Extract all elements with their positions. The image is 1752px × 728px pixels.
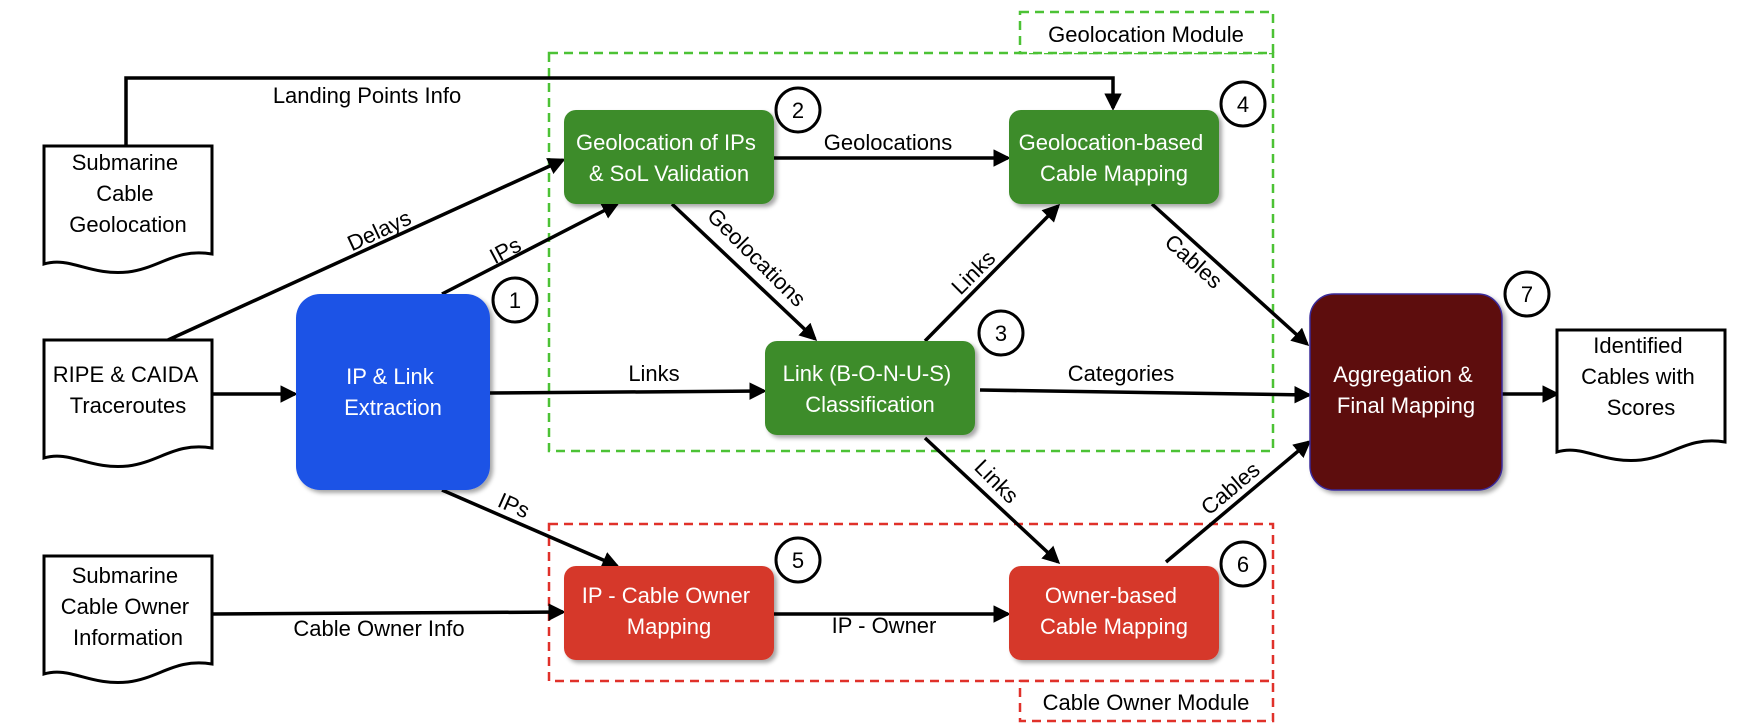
- step-badge-1: 1: [491, 276, 539, 324]
- label-links-down: Links: [970, 454, 1024, 508]
- geolocation-module-border: [547, 51, 1275, 453]
- input-owner-information: Submarine Cable Owner Information: [42, 554, 214, 685]
- doc-label: RIPE & CAIDA Traceroutes: [53, 362, 203, 418]
- cable-owner-module-border: [547, 522, 1275, 683]
- step-badge-6: 6: [1219, 540, 1267, 588]
- label-ip-owner: IP - Owner: [832, 613, 937, 638]
- step-numbers: 1 2 3 4 5 6 7: [491, 80, 1551, 588]
- node-box: [1009, 110, 1219, 204]
- step-number: 1: [509, 288, 521, 313]
- node-label: Link (B-O-N-U-S) Classification: [783, 361, 958, 417]
- geolocation-module: Geolocation Module: [547, 10, 1275, 453]
- node-label: Geolocation of IPs & SoL Validation: [576, 130, 762, 186]
- edge-cable-owner-info: [211, 603, 566, 621]
- edge-ips-up: [441, 202, 620, 296]
- output-identified-cables: Identified Cables with Scores: [1555, 328, 1727, 463]
- node-box: [1309, 293, 1503, 491]
- doc-shape: [42, 338, 214, 469]
- step-badge-7: 7: [1503, 270, 1551, 318]
- node-box: [765, 341, 975, 435]
- node-label: IP & Link Extraction: [344, 364, 442, 420]
- step-number: 3: [995, 321, 1007, 346]
- step-number: 2: [792, 98, 804, 123]
- step-badge-4: 4: [1219, 80, 1267, 128]
- edge-links-up: [923, 203, 1061, 343]
- label-delays: Delays: [343, 205, 415, 256]
- node-owner-mapping: IP - Cable Owner Mapping: [564, 566, 774, 660]
- node-geolocation-ips: Geolocation of IPs & SoL Validation: [564, 110, 774, 204]
- edge-cables-top: [1150, 202, 1310, 346]
- input-traceroutes: RIPE & CAIDA Traceroutes: [42, 338, 214, 469]
- step-badge-2: 2: [774, 86, 822, 134]
- edge-ips-down: [441, 488, 620, 569]
- label-ips-down: IPs: [494, 488, 533, 524]
- doc-label: Identified Cables with Scores: [1581, 333, 1701, 420]
- node-box: [1009, 566, 1219, 660]
- step-number: 4: [1237, 92, 1249, 117]
- input-submarine-geolocation: Submarine Cable Geolocation: [42, 144, 214, 275]
- node-box: [564, 110, 774, 204]
- cable-owner-module-label: Cable Owner Module: [1043, 690, 1250, 715]
- edge-cables-bottom: [1164, 440, 1312, 564]
- node-extraction: IP & Link Extraction: [296, 294, 490, 490]
- label-landing-points: Landing Points Info: [273, 83, 461, 108]
- label-categories: Categories: [1068, 361, 1174, 386]
- edge-delays: [167, 158, 566, 342]
- node-box: [296, 294, 490, 490]
- node-label: Owner-based Cable Mapping: [1040, 583, 1188, 639]
- geolocation-module-tab: [1018, 10, 1275, 55]
- step-number: 6: [1237, 552, 1249, 577]
- edge-landing-points: [124, 76, 1122, 146]
- node-aggregation: Aggregation & Final Mapping: [1309, 293, 1503, 491]
- node-geo-mapping: Geolocation-based Cable Mapping: [1009, 110, 1219, 204]
- label-links-main: Links: [628, 361, 679, 386]
- node-label: Geolocation-based Cable Mapping: [1019, 130, 1210, 186]
- node-owner-cable: Owner-based Cable Mapping: [1009, 566, 1219, 660]
- step-badge-5: 5: [774, 536, 822, 584]
- edge-geolocations-d: [670, 202, 818, 342]
- edge-links-main: [489, 382, 767, 400]
- label-geolocations-d: Geolocations: [702, 203, 810, 311]
- node-box: [564, 566, 774, 660]
- label-ips-up: IPs: [485, 232, 525, 269]
- geolocation-module-label: Geolocation Module: [1048, 22, 1244, 47]
- doc-shape: [42, 554, 214, 685]
- edge-categories: [979, 386, 1312, 404]
- cable-owner-module: Cable Owner Module: [547, 522, 1275, 723]
- cable-owner-module-tab: [1018, 679, 1275, 723]
- doc-label: Submarine Cable Owner Information: [61, 563, 196, 650]
- label-cable-owner-info: Cable Owner Info: [293, 616, 464, 641]
- edges: [124, 76, 1560, 623]
- step-number: 7: [1521, 282, 1533, 307]
- step-number: 5: [792, 548, 804, 573]
- doc-shape: [1555, 328, 1727, 463]
- node-label: IP - Cable Owner Mapping: [582, 583, 756, 639]
- node-classification: Link (B-O-N-U-S) Classification: [765, 341, 975, 435]
- node-label: Aggregation & Final Mapping: [1333, 362, 1479, 418]
- step-badge-3: 3: [977, 309, 1025, 357]
- doc-shape: [42, 144, 214, 275]
- label-geolocations-h: Geolocations: [824, 130, 952, 155]
- edge-links-down: [923, 436, 1061, 564]
- doc-label: Submarine Cable Geolocation: [69, 150, 186, 237]
